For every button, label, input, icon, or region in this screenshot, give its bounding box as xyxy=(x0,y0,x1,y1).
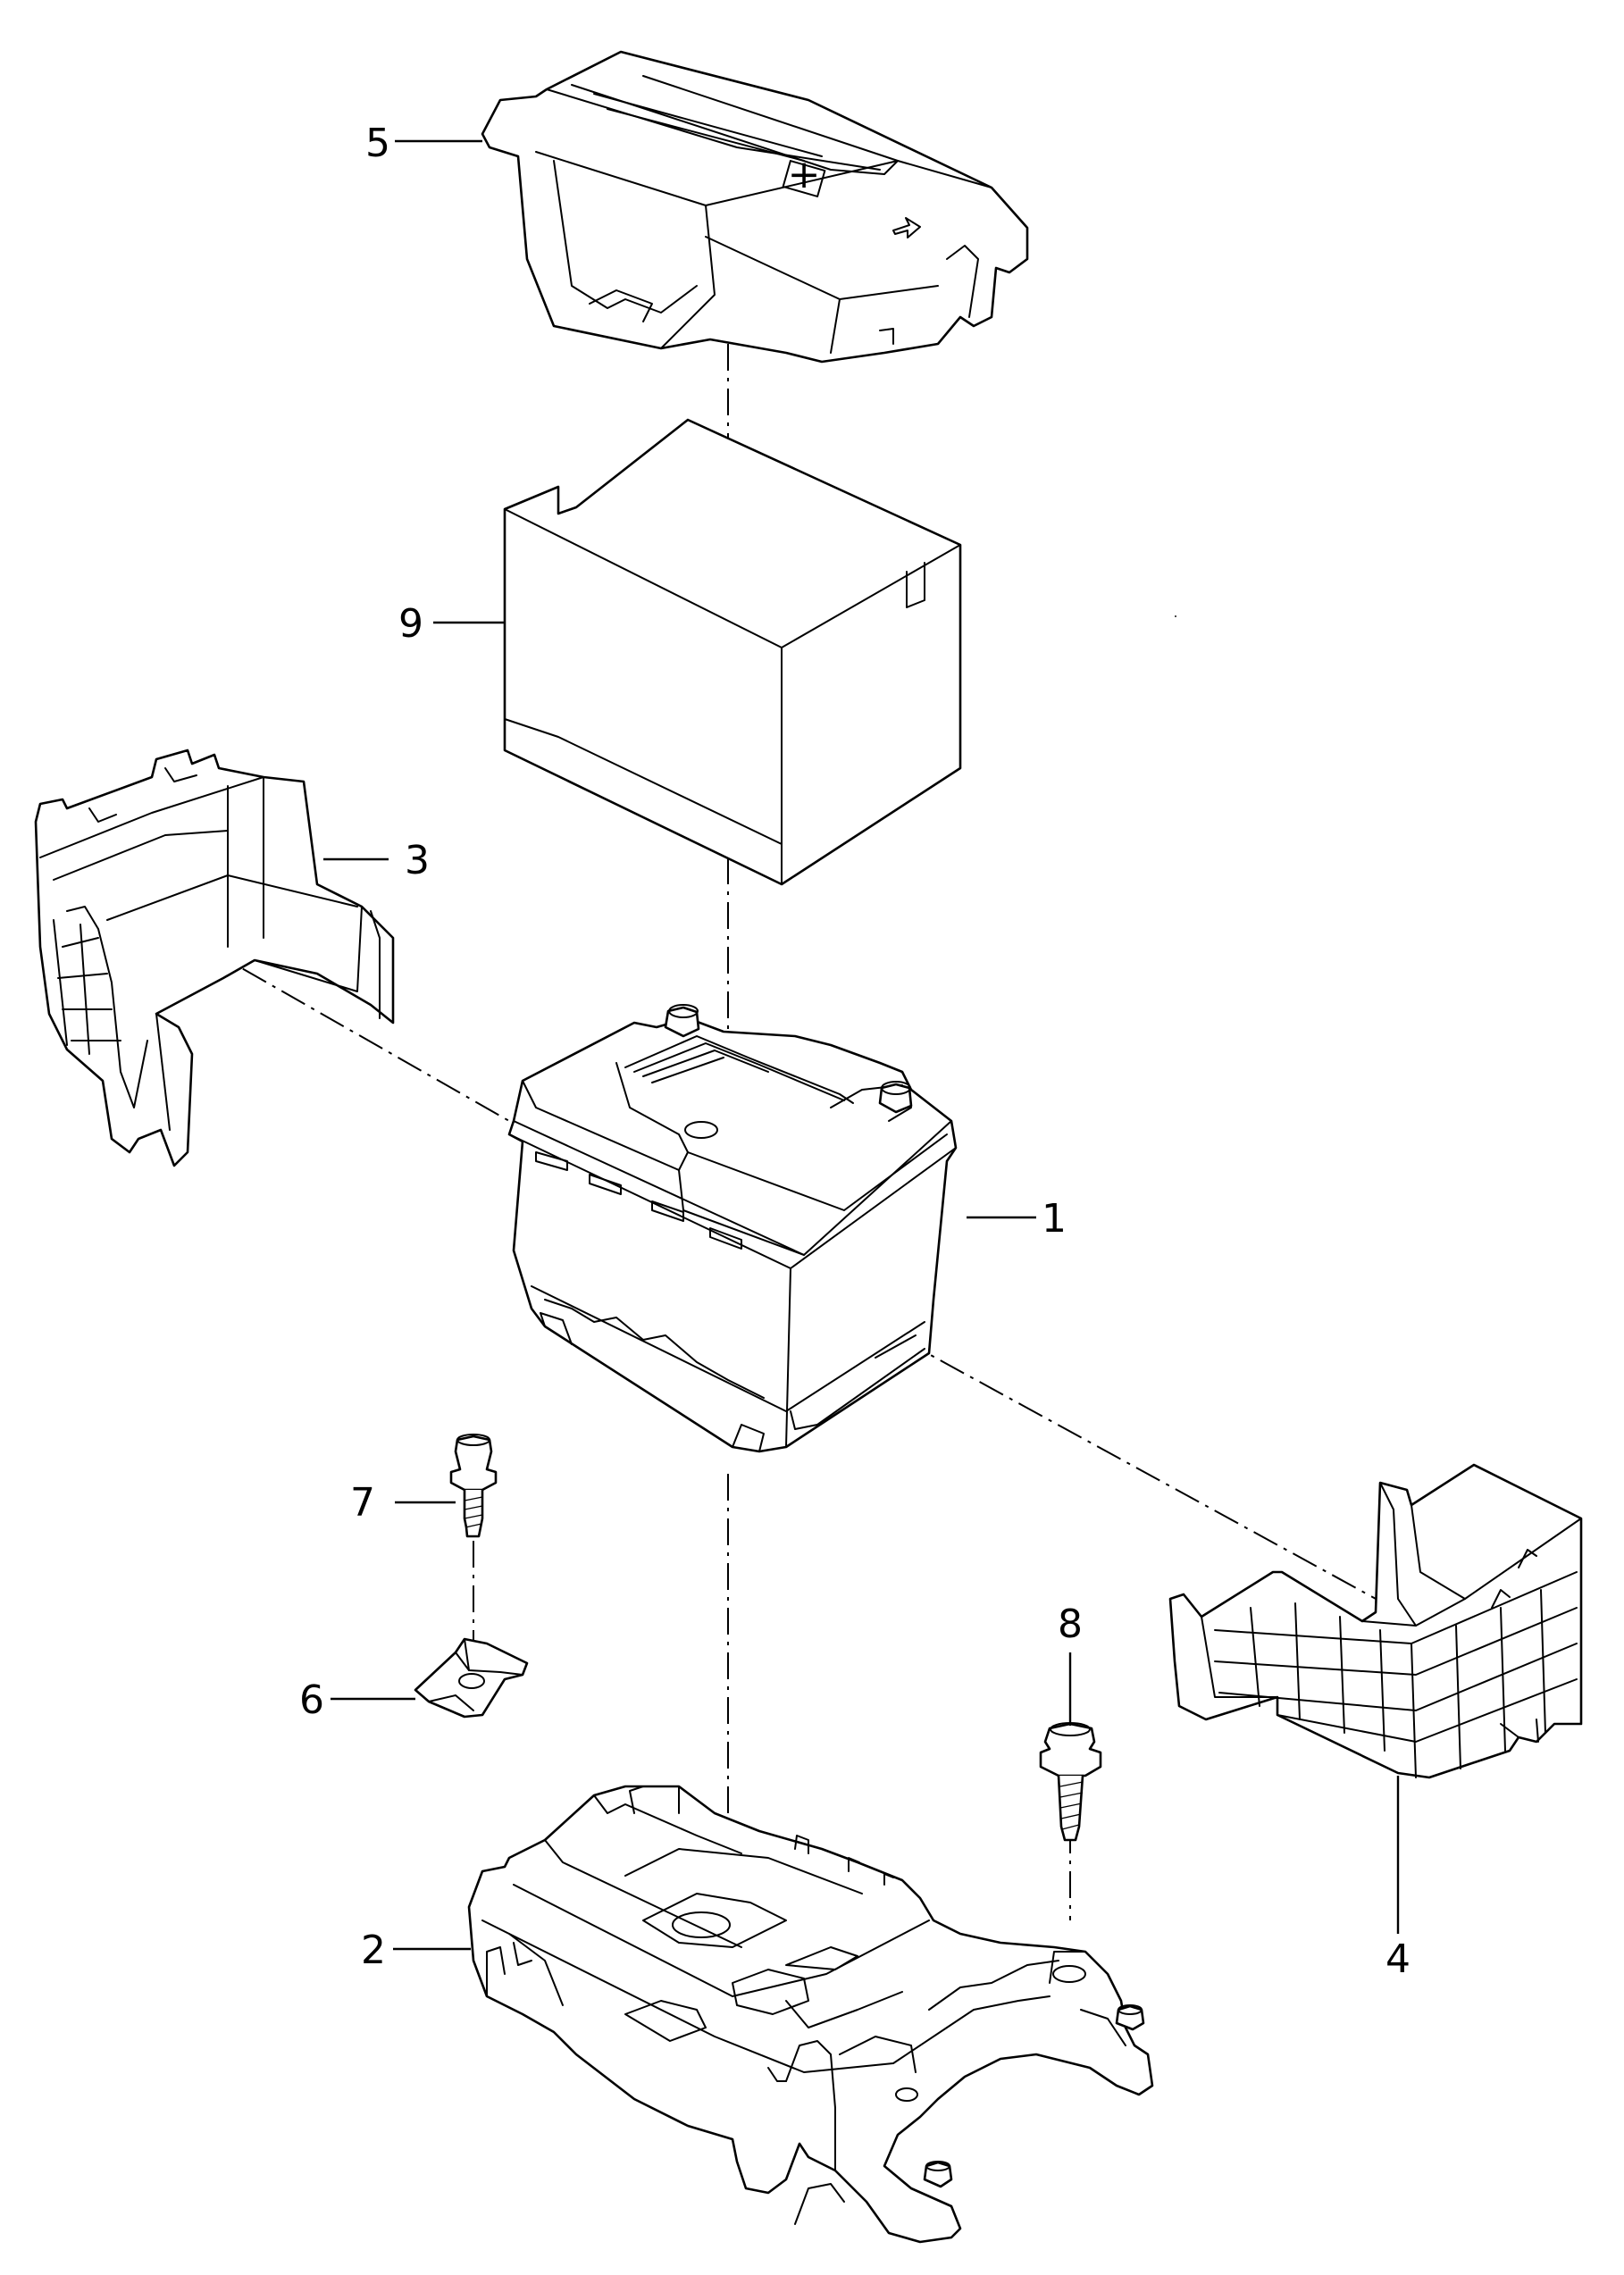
callout-9: 9 xyxy=(398,601,423,647)
clamp-part-6 xyxy=(414,1637,529,1719)
callout-8: 8 xyxy=(1058,1602,1083,1647)
callout-labels: 5 9 3 1 7 6 8 4 2 xyxy=(299,121,1411,1982)
callout-3: 3 xyxy=(405,838,430,883)
battery-cover-part: + xyxy=(481,50,1029,364)
callout-7: 7 xyxy=(350,1480,375,1526)
battery-tray-part xyxy=(467,1785,1154,2244)
callout-1: 1 xyxy=(1042,1196,1067,1242)
right-insulation-part xyxy=(1168,1463,1583,1779)
leader-lines xyxy=(323,139,1400,1951)
callout-2: 2 xyxy=(361,1928,386,1973)
battery-part xyxy=(507,1004,958,1453)
bolt-part-7 xyxy=(449,1434,498,1538)
callout-6: 6 xyxy=(299,1677,324,1723)
callout-4: 4 xyxy=(1385,1936,1411,1982)
callout-5: 5 xyxy=(365,121,390,166)
left-insulation-part xyxy=(34,749,395,1167)
cover-plus-symbol: + xyxy=(788,152,821,197)
bolt-part-8 xyxy=(1039,1722,1102,1842)
thermal-sleeve-part xyxy=(503,418,1176,886)
